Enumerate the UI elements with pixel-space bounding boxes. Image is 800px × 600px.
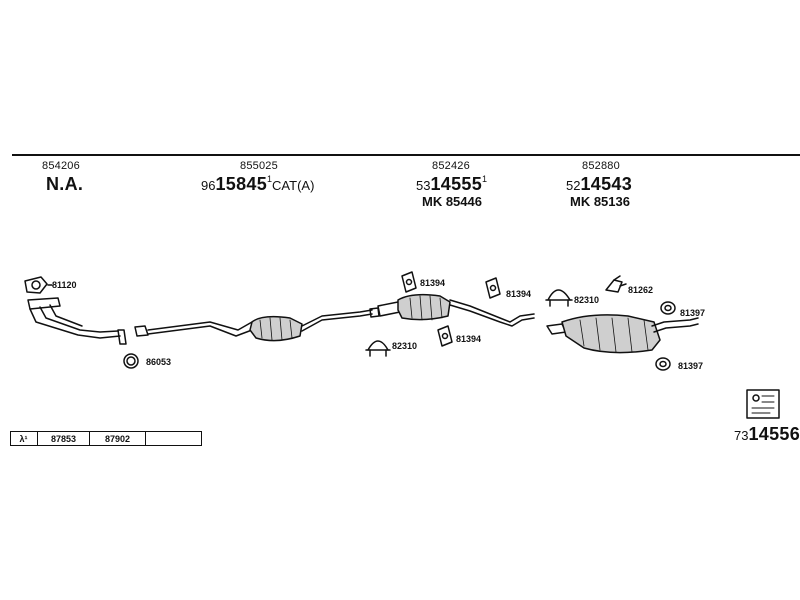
part-code-4: 852880 (582, 160, 620, 172)
callout-label: 81397 (680, 308, 706, 318)
part-number-prefix: 52 (566, 178, 581, 193)
callout-label: 81262 (628, 285, 654, 295)
fitting-kit-icon (746, 389, 780, 419)
catalytic-converter-icon (134, 307, 380, 342)
legend-box (10, 431, 202, 446)
bracket-icon (605, 275, 627, 293)
callout-label: 86053 (146, 357, 172, 367)
legend-item: 87902 (90, 432, 146, 446)
clamp-icon (365, 340, 391, 357)
rubber-mount-icon (485, 277, 501, 299)
rubber-mount-icon (437, 325, 453, 347)
callout-label: 82310 (574, 295, 600, 305)
part-number-suffix: CAT(A) (272, 178, 315, 193)
part-number-prefix: 96 (201, 178, 216, 193)
mk-number-3: MK 85446 (422, 194, 482, 209)
part-number-superscript: 1 (267, 174, 273, 184)
part-number-main: 15845 (215, 174, 268, 194)
center-muffler-icon (377, 293, 535, 327)
callout-label: 81394 (506, 289, 532, 299)
callout-label: 82310 (392, 341, 418, 351)
part-number-1: N.A. (46, 174, 83, 195)
part-code-1: 854206 (42, 160, 80, 172)
part-code-3: 852426 (432, 160, 470, 172)
rear-muffler-icon (546, 314, 699, 354)
part-number-4: 5214543 (566, 174, 632, 195)
part-number-prefix: 53 (416, 178, 431, 193)
footer-number: 14556 (748, 424, 800, 444)
part-code-2: 855025 (240, 160, 278, 172)
front-pipe-icon (27, 297, 127, 345)
ring-gasket-icon (123, 353, 139, 369)
part-number-main: 14555 (430, 174, 483, 194)
part-number-main: N.A. (46, 174, 84, 194)
legend-item: 87853 (38, 432, 90, 446)
rubber-ring-icon (655, 357, 671, 371)
part-number-superscript: 1 (482, 174, 488, 184)
legend-symbol: λ¹ (10, 432, 38, 446)
gasket-icon (24, 276, 48, 294)
callout-label: 81397 (678, 361, 704, 371)
legend-item (146, 432, 201, 446)
callout-label: 81394 (420, 278, 446, 288)
callout-label: 81394 (456, 334, 482, 344)
top-rule (12, 154, 800, 156)
part-number-main: 14543 (580, 174, 633, 194)
part-number-2: 96158451CAT(A) (201, 174, 314, 195)
callout-label: 81120 (52, 280, 77, 290)
footer-reference: 7314556 (734, 424, 800, 445)
footer-prefix: 73 (734, 428, 749, 443)
mk-number-4: MK 85136 (570, 194, 630, 209)
clamp-icon (545, 289, 573, 307)
part-number-3: 53145551 (416, 174, 487, 195)
rubber-mount-icon (401, 271, 417, 293)
rubber-ring-icon (660, 301, 676, 315)
